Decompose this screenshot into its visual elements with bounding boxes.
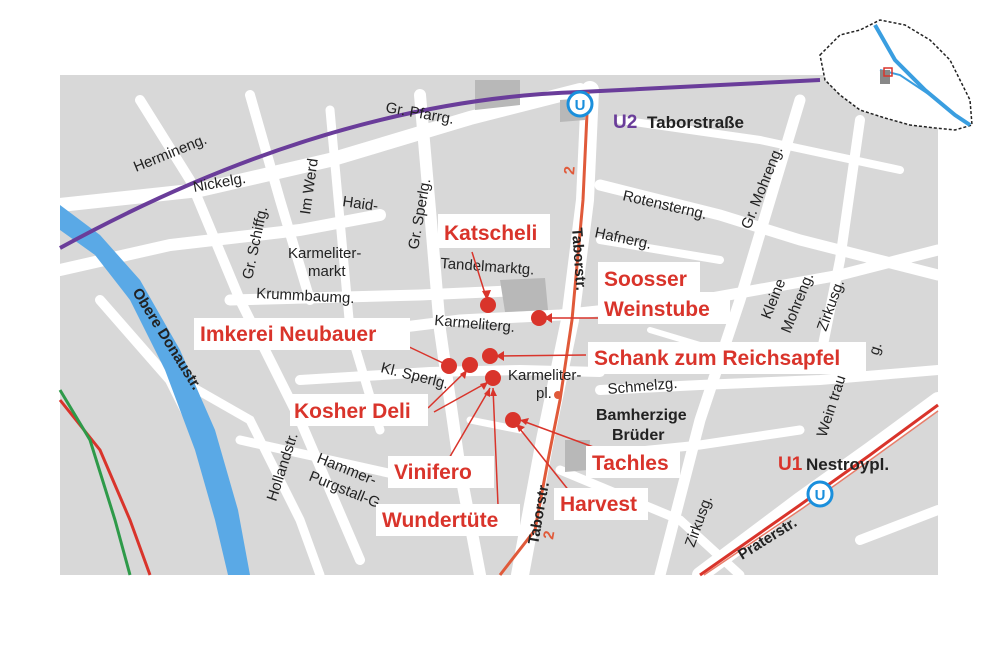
landmark-label: Brüder xyxy=(612,427,664,444)
street-label: pl. xyxy=(536,385,552,402)
place-markers xyxy=(441,297,547,428)
place-wundertuete[interactable]: Wundertüte xyxy=(382,509,498,532)
u2-station[interactable]: U xyxy=(566,90,594,118)
marker-katscheli[interactable] xyxy=(480,297,496,313)
u2-station-name: Taborstraße xyxy=(647,113,744,132)
marker-tachles[interactable] xyxy=(505,412,521,428)
place-labels: Katscheli Soosser Weinstube Imkerei Neub… xyxy=(200,222,840,532)
tram-route-label: 2 xyxy=(561,166,579,176)
marker-imkerei[interactable] xyxy=(441,358,457,374)
place-katscheli[interactable]: Katscheli xyxy=(444,222,537,245)
u1-line-inner xyxy=(703,410,939,576)
street-label: Schmelzg. xyxy=(607,375,678,398)
street-label: Tandelmarktg. xyxy=(440,255,535,279)
place-vinifero[interactable]: Vinifero xyxy=(394,461,472,484)
u1-station[interactable]: U xyxy=(806,480,834,508)
street-label: markt xyxy=(308,263,346,280)
place-harvest[interactable]: Harvest xyxy=(560,493,637,516)
street-label: Karmeliterg. xyxy=(434,312,516,336)
pointer-lines xyxy=(404,251,604,506)
highlighted-buildings xyxy=(475,80,590,472)
street-label: Krummbaumg. xyxy=(256,285,355,307)
street-label: Karmeliter- xyxy=(508,367,581,384)
place-soosser-2[interactable]: Weinstube xyxy=(604,298,710,321)
place-label-backgrounds xyxy=(194,214,866,536)
landmark-label: Bamherzige xyxy=(596,407,687,424)
street-label: g. xyxy=(866,340,886,357)
street-label: Haid- xyxy=(341,193,379,215)
u1-line xyxy=(699,403,939,577)
green-rail-line xyxy=(58,389,132,576)
marker-vinifero[interactable] xyxy=(485,370,501,386)
u2-line-label: U2 xyxy=(613,112,637,133)
marker-soosser[interactable] xyxy=(531,310,547,326)
street-label: Karmeliter- xyxy=(288,245,361,262)
danube-canal xyxy=(60,205,250,575)
place-kosher[interactable]: Kosher Deli xyxy=(294,400,411,423)
inset-map xyxy=(819,19,973,131)
place-tachles[interactable]: Tachles xyxy=(592,452,669,475)
metro-icon-letter: U xyxy=(815,487,826,504)
place-schank[interactable]: Schank zum Reichsapfel xyxy=(594,347,840,370)
metro-icon xyxy=(566,90,594,118)
street-label: Taborstr. xyxy=(568,227,589,291)
karmeliterplatz-stop xyxy=(554,391,562,399)
marker-kosher[interactable] xyxy=(462,357,478,373)
marker-schank[interactable] xyxy=(482,348,498,364)
place-imkerei[interactable]: Imkerei Neubauer xyxy=(200,323,376,346)
metro-icon xyxy=(806,480,834,508)
place-soosser[interactable]: Soosser xyxy=(604,268,687,291)
u1-line-label: U1 xyxy=(778,454,803,475)
metro-icon-letter: U xyxy=(575,97,586,114)
tram-2-line xyxy=(498,91,590,576)
u2-line xyxy=(59,78,821,250)
pointer-arrowheads xyxy=(460,290,552,432)
tram-route-label: 2 xyxy=(540,530,558,541)
u1-station-name: Nestroypl. xyxy=(806,455,889,474)
